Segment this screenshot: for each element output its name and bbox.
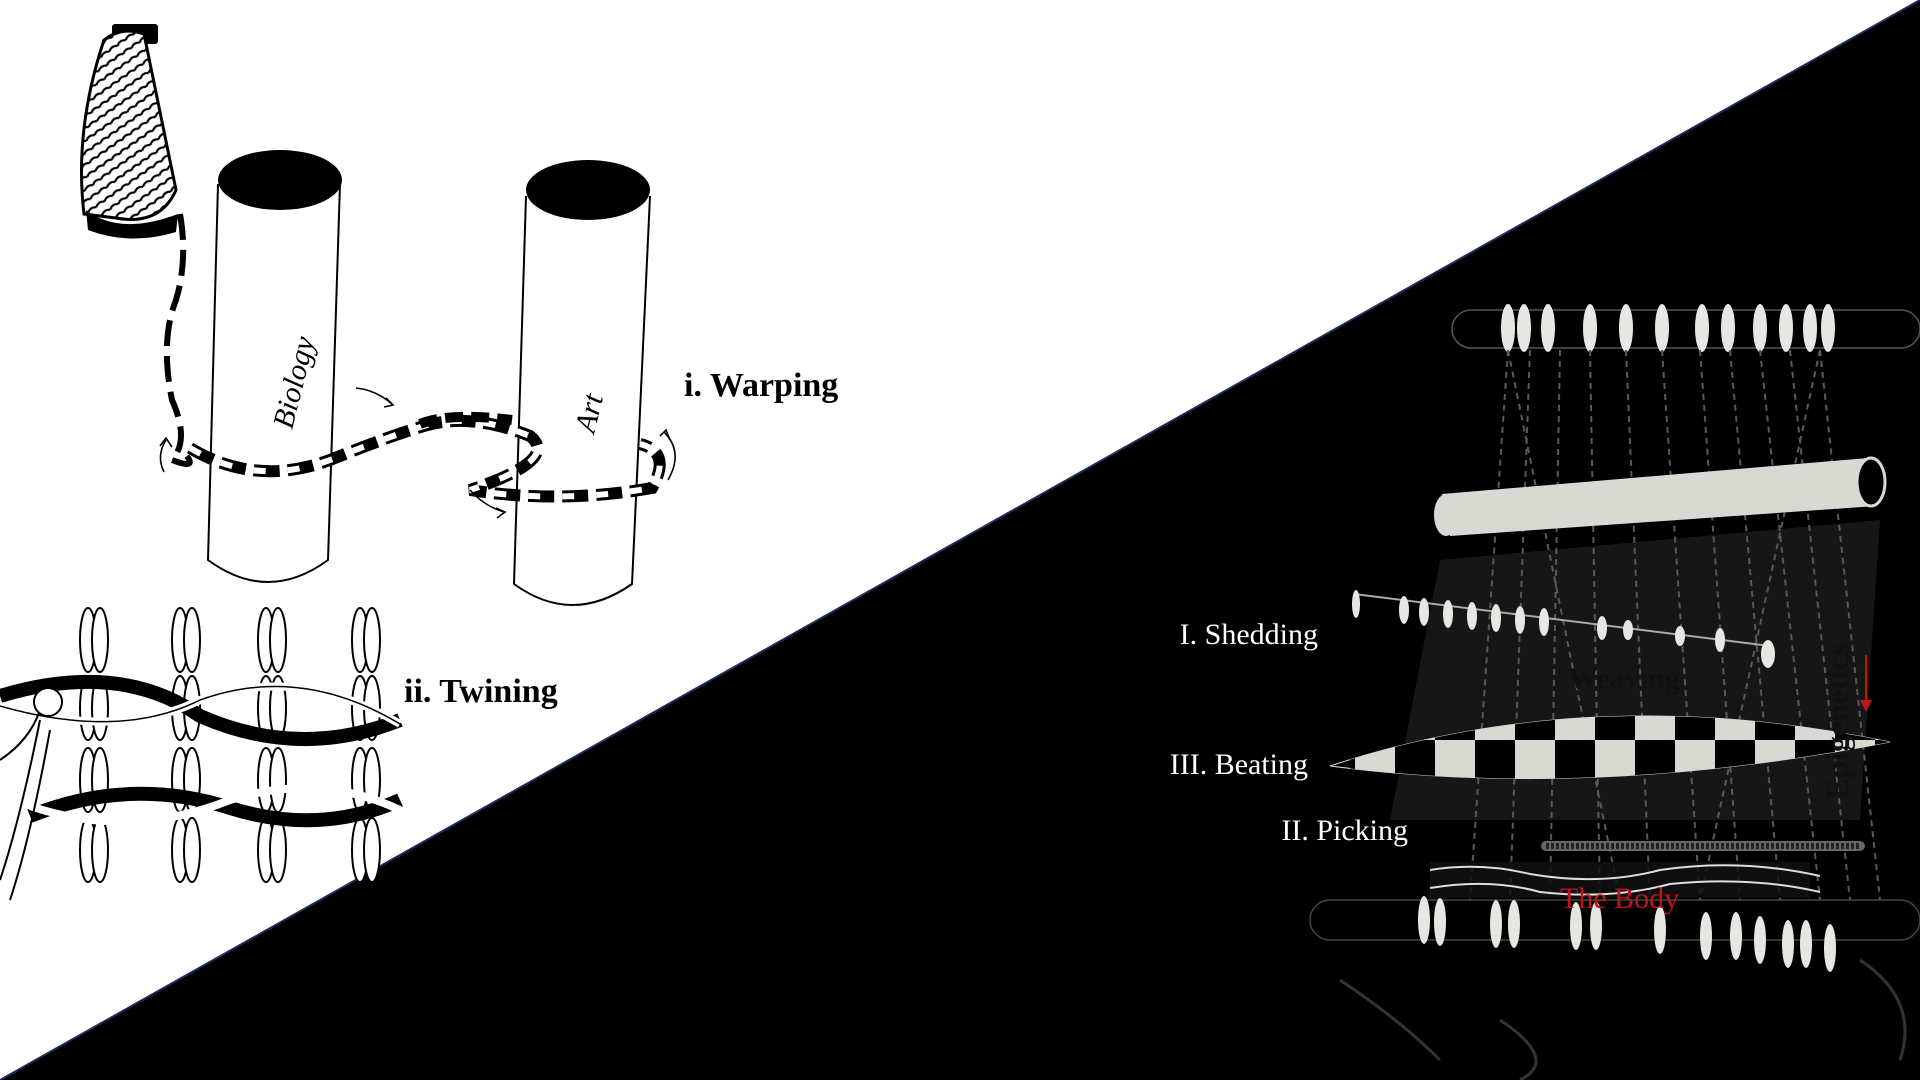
loom-lower-bars	[1309, 841, 1920, 1080]
epigenetics-arrow	[1860, 655, 1872, 712]
loom-roller	[1434, 456, 1887, 536]
warp-yarn-highlight	[188, 417, 663, 500]
rotation-arrows	[159, 387, 676, 519]
picking-label: II. Picking	[1281, 814, 1408, 847]
twining-weft	[0, 674, 403, 901]
yarn-strand	[163, 213, 193, 467]
weaving-label: Weaving	[1568, 662, 1680, 695]
shedding-rod	[1352, 590, 1775, 668]
shedding-label: I. Shedding	[1180, 618, 1318, 651]
loom-top-bar	[1451, 304, 1920, 352]
biology-pillar	[206, 150, 342, 583]
the-body-label: The Body	[1560, 882, 1679, 915]
thread-spool-icon	[80, 24, 178, 239]
art-pillar	[512, 160, 651, 606]
beating-label: III. Beating	[1170, 748, 1308, 781]
epigenetics-label: Epigenetics	[1819, 644, 1855, 800]
warping-label: i. Warping	[684, 367, 838, 404]
twining-label: ii. Twining	[404, 673, 558, 710]
